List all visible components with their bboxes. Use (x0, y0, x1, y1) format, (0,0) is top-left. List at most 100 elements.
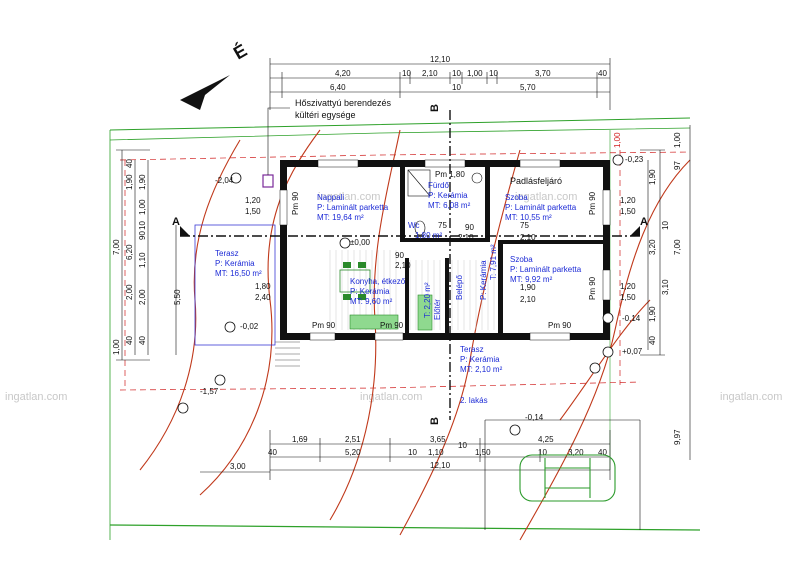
dim-bottom: 4,25 (538, 435, 554, 444)
level-label: -1,57 (200, 387, 219, 396)
room-floor: P: Laminált parketta (317, 203, 389, 212)
watermark: ingatlan.com (720, 391, 782, 403)
equipment-note: kültéri egysége (295, 110, 356, 120)
dimensions-right (640, 125, 691, 460)
dim-bottom: 10 (458, 441, 467, 450)
dining-chairs (343, 262, 366, 300)
dimensions-top (269, 58, 611, 110)
dim-bottom: 3,20 (568, 448, 584, 457)
dim-right: 97 (673, 161, 682, 170)
hall-area: T: 2,20 m² (423, 282, 432, 318)
interior-walls (400, 160, 608, 338)
watermark: ingatlan.com (360, 391, 422, 403)
dim-bottom: 40 (268, 448, 277, 457)
room-area: MT: 6,08 m² (428, 201, 471, 210)
dim-right: 1,90 (648, 169, 657, 185)
dim-left: 1,90 (138, 174, 147, 190)
interior-dim: 90 (465, 223, 474, 232)
dim-bottom: 10 (538, 448, 547, 457)
room-name: Konyha, étkező (350, 277, 406, 286)
interior-dim: 1,20 (620, 196, 636, 205)
dim-bottom: 40 (598, 448, 607, 457)
orientation-label: É (230, 39, 251, 63)
interior-dim: 2,10 (520, 233, 536, 242)
dim-left: 90 (138, 231, 147, 240)
section-marker (630, 226, 640, 236)
terrace-steps (275, 341, 300, 367)
section-label-a: A (172, 216, 180, 228)
north-arrow-icon (180, 75, 230, 110)
entry-label: Belépő (455, 275, 464, 300)
dim-top: 10 (402, 69, 411, 78)
dim-bottom: 1,10 (428, 448, 444, 457)
dim-top: 40 (598, 69, 607, 78)
dim-top: 3,70 (535, 69, 551, 78)
interior-dim: 1,20 (245, 196, 261, 205)
interior-dim: 1,90 (520, 283, 536, 292)
dim-right: 1,00 (613, 132, 622, 148)
room-area: MT: 9,60 m² (350, 297, 393, 306)
opening-label: Pm 1,80 (435, 170, 465, 179)
car-icon (519, 454, 616, 502)
windows (279, 159, 611, 341)
opening-label: Pm 90 (380, 321, 404, 330)
room-area: MT: 10,55 m² (505, 213, 552, 222)
dim-total-bottom: 12,10 (430, 461, 451, 470)
dim-left: 7,00 (112, 239, 121, 255)
dim-top: 1,00 (467, 69, 483, 78)
dim-left: 1,90 (125, 174, 134, 190)
interior-dim: 75 (438, 221, 447, 230)
entry-floor: P: Kerámia (479, 260, 488, 300)
level-label: -0,14 (525, 413, 544, 422)
dim-right: 9,97 (673, 429, 682, 445)
watermark: ingatlan.com (318, 191, 380, 203)
terrace-left (194, 224, 276, 346)
watermark: ingatlan.com (5, 391, 67, 403)
dim-bottom-left: 3,00 (230, 462, 246, 471)
parking-note: 2. lakás (460, 396, 488, 405)
parking-area (484, 419, 641, 530)
entry-area: T: 7,91 m² (489, 244, 498, 280)
room-name: Terasz (215, 249, 239, 258)
dim-top: 2,10 (422, 69, 438, 78)
room-area: MT: 9,92 m² (510, 275, 553, 284)
room-area: MT: 2,10 m² (460, 365, 503, 374)
dim-right: 1,90 (648, 306, 657, 322)
room-floor: P: Kerámia (428, 191, 468, 200)
watermark: ingatlan.com (515, 191, 577, 203)
dim-bottom: 3,65 (430, 435, 446, 444)
dim-bottom: 1,50 (475, 448, 491, 457)
opening-label: Pm 90 (548, 321, 572, 330)
dimensions-left (116, 149, 177, 361)
room-name: Nappali (317, 193, 344, 202)
interior-dim: 2,40 (255, 293, 271, 302)
heat-pump-unit-icon (262, 174, 274, 188)
dim-left: 2,00 (125, 284, 134, 300)
section-label-b: B (429, 417, 441, 425)
room-name: Fürdő (428, 181, 449, 190)
level-label: -0,02 (240, 322, 259, 331)
dim-top: 10 (452, 83, 461, 92)
kitchen-counter (349, 294, 433, 331)
dining-table (339, 269, 371, 293)
dim-right: 40 (648, 336, 657, 345)
opening-label: Pm 90 (588, 191, 597, 215)
dim-left: 40 (125, 336, 134, 345)
hall-label: Előtér (433, 299, 442, 320)
opening-label: Pm 90 (588, 276, 597, 300)
section-label-b: B (429, 104, 441, 112)
level-marker-icons (177, 154, 624, 436)
dim-left: 1,00 (138, 199, 147, 215)
dim-left: 40 (138, 336, 147, 345)
dim-right: 10 (661, 221, 670, 230)
room-name: Wc (408, 221, 420, 230)
dim-top: 4,20 (335, 69, 351, 78)
dim-left: 10 (138, 221, 147, 230)
dim-left: 40 (125, 159, 134, 168)
dim-left: 6,20 (125, 244, 134, 260)
section-marker (180, 226, 190, 236)
dim-total-top: 12,10 (430, 55, 451, 64)
room-area: 1,80 m² (415, 231, 442, 240)
level-label: -0,14 (622, 314, 641, 323)
